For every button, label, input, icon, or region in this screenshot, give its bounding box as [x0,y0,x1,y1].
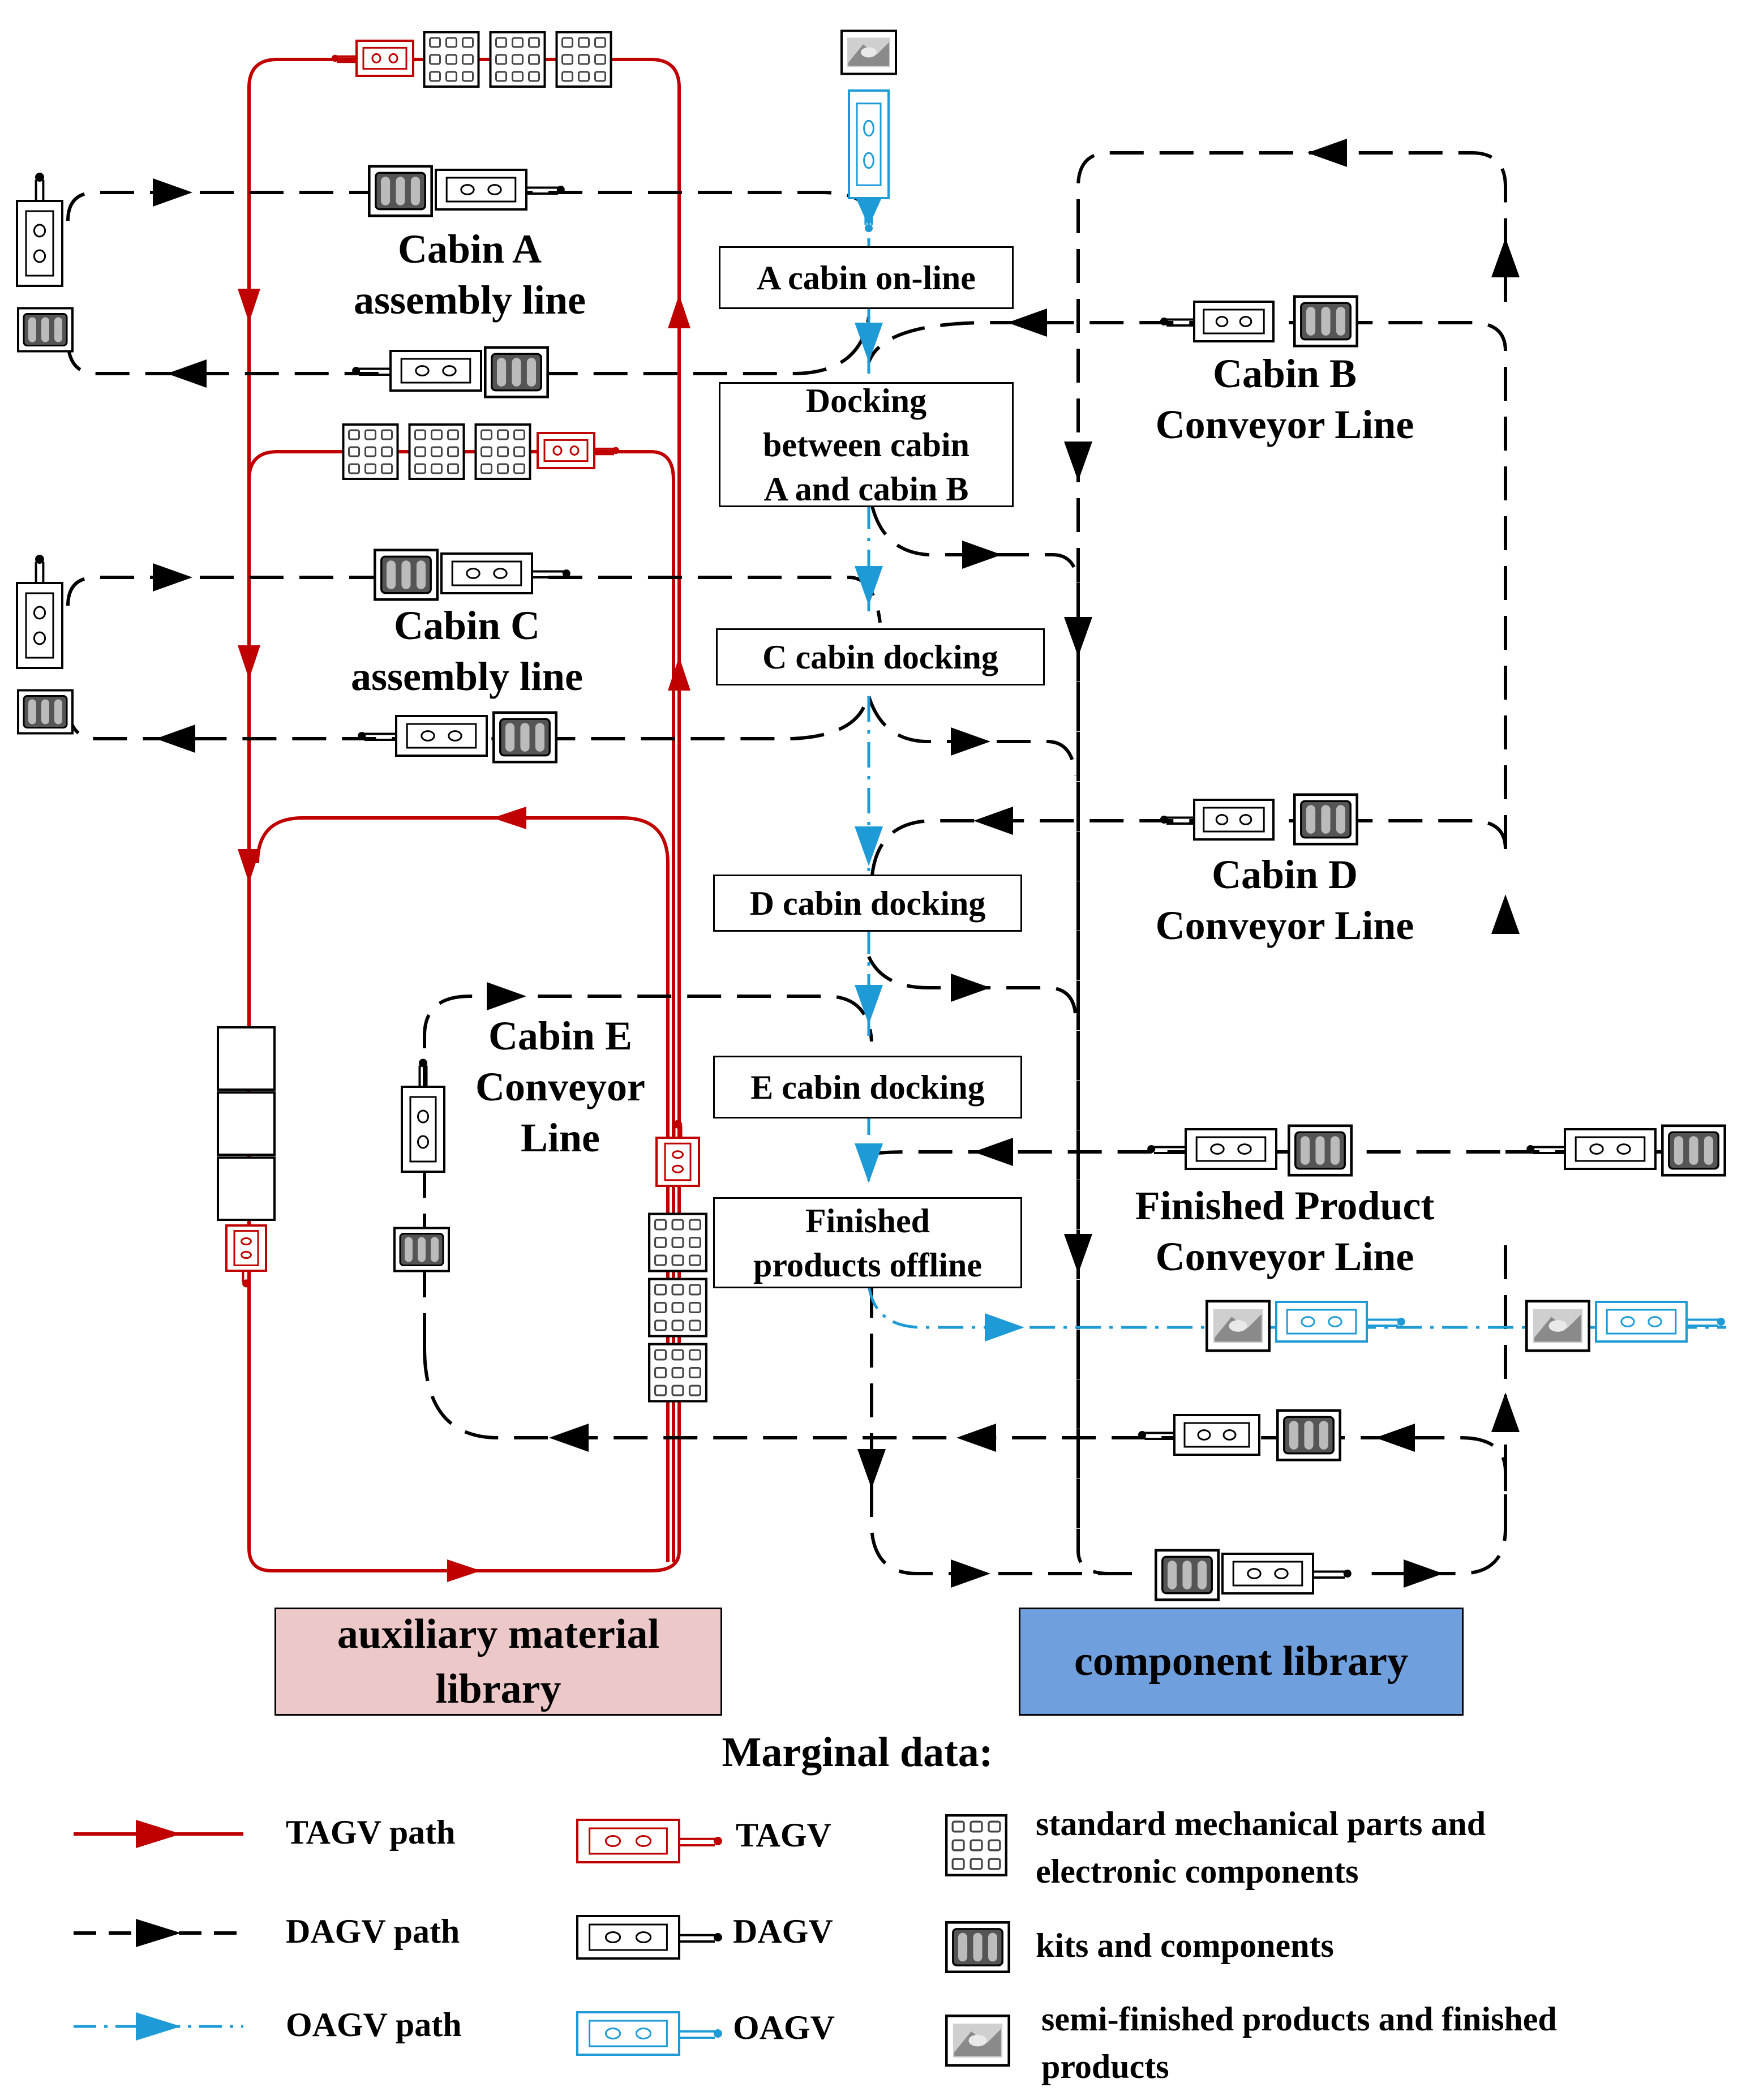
legend-oagv: OAGV [733,2009,835,2046]
legend-products: semi-finished products and finished prod… [1041,2000,1557,2085]
kits-item [18,308,72,352]
vehicle-layer [16,31,1725,1600]
standard-parts-item [491,32,545,87]
standard-parts-item [424,32,479,87]
dagv-vehicle [1526,1128,1657,1170]
tagv-vehicle [537,432,620,469]
oagv-vehicle [1275,1301,1405,1343]
product-item [842,31,896,74]
kits-item [1277,1411,1340,1460]
legend-kits: kits and components [1036,1927,1334,1964]
tagv-arrows [238,289,690,1582]
label-cabin-c: Cabin C assembly line [350,603,584,699]
stage-docking-ab: Docking between cabin A and cabin B [719,382,1014,508]
dagv-vehicle [352,350,482,392]
stage-e-docking: E cabin docking [713,1056,1022,1118]
standard-parts-item [649,1214,706,1271]
dagv-vehicle [1147,1128,1277,1170]
legend-title: Marginal data: [722,1729,993,1776]
legend-oagv-vehicle [576,2011,722,2056]
label-cabin-e: Cabin E Conveyor Line [475,1013,645,1160]
legend-graphics [74,1815,1009,2065]
standard-parts-item [649,1279,706,1336]
kits-item [1156,1550,1218,1600]
dagv-vehicle [16,173,63,287]
legend-parts-icon [946,1815,1006,1875]
legend-tagv: TAGV [736,1816,831,1854]
standard-parts-item [476,425,530,479]
kits-item [1294,795,1357,844]
dagv-vehicle [358,715,488,757]
legend-standard-parts: standard mechanical parts and electronic… [1036,1805,1486,1890]
agv-paths [66,58,1726,1588]
kits-item [494,713,556,762]
stage-d-docking: D cabin docking [713,875,1022,932]
stage-offline: Finished products offline [713,1197,1022,1288]
empty-slot [217,1026,276,1091]
label-cabin-a: Cabin A assembly line [353,226,586,323]
legend-product-icon [946,2016,1009,2065]
kits-item [394,1228,449,1271]
legend-dagv-vehicle [576,1915,722,1960]
dagv-vehicle [435,169,565,211]
dagv-arrows [153,139,1520,1588]
dagv-vehicle [16,555,63,669]
dagv-vehicle [440,552,570,594]
component-library: component library [1019,1608,1464,1716]
legend-tagv-path: TAGV path [286,1814,456,1851]
auxiliary-material-library: auxiliary material library [274,1608,722,1716]
legend-dagv: DAGV [733,1913,833,1950]
product-item [1207,1301,1269,1351]
tagv-vehicle [331,40,414,77]
standard-parts-item [557,32,611,87]
standard-parts-item [649,1344,706,1402]
legend-kits-icon [946,1922,1009,1972]
kits-item [18,691,72,734]
kits-item [1289,1126,1351,1175]
legend-dagv-path: DAGV path [286,1913,460,1950]
oagv-vehicle [848,89,890,233]
dagv-vehicle [1138,1414,1260,1456]
empty-slot [217,1156,276,1221]
kits-item [485,348,547,397]
legend-oagv-path: OAGV path [286,2006,462,2043]
kits-item [1662,1126,1724,1175]
label-cabin-b: Cabin B Conveyor Line [1155,351,1414,447]
oagv-arrows [855,195,1024,1342]
kits-item [1294,297,1357,346]
stage-a-online: A cabin on-line [719,246,1014,309]
kits-item [375,550,437,599]
tagv-vehicle [655,1120,700,1187]
legend-tagv-vehicle [576,1819,722,1863]
kits-item [369,166,431,216]
stage-c-docking: C cabin docking [716,628,1045,685]
oagv-vehicle [1595,1301,1725,1343]
tagv-vehicle [225,1224,267,1288]
dagv-vehicle [1221,1553,1352,1595]
standard-parts-item [410,425,464,479]
dagv-vehicle [401,1058,445,1173]
dagv-vehicle [1160,799,1275,841]
standard-parts-item [344,425,398,479]
dagv-vehicle [1160,301,1275,342]
product-item [1526,1301,1589,1351]
label-finished-line: Finished Product Conveyor Line [1135,1183,1435,1279]
empty-slot [217,1091,276,1156]
label-cabin-d: Cabin D Conveyor Line [1155,852,1414,948]
